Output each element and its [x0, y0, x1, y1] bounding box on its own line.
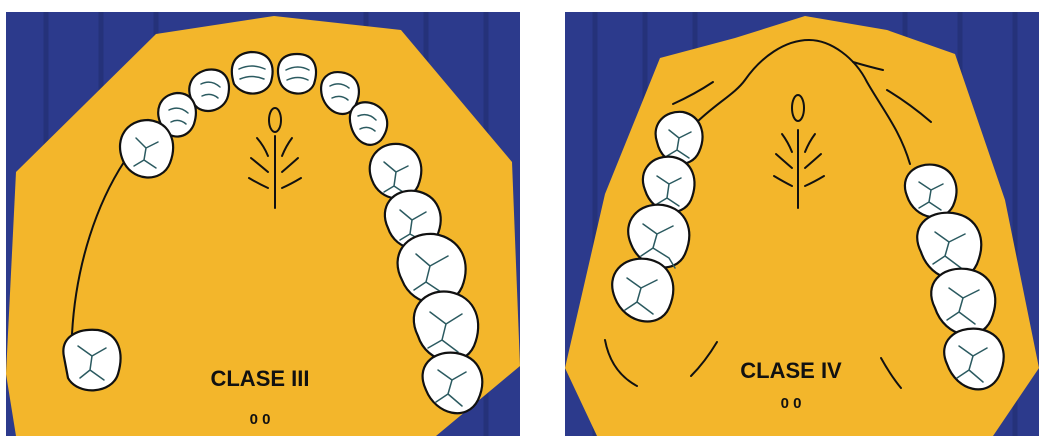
left-premolar [120, 120, 173, 177]
diagram-label: CLASE III [210, 366, 309, 391]
clase-iii-svg: CLASE III 0 0 [6, 12, 520, 436]
diagram-label: CLASE IV [740, 358, 842, 383]
isolated-molar [63, 330, 120, 391]
diagram-sublabel: 0 0 [250, 411, 271, 428]
diagram-clase-iii: CLASE III 0 0 [6, 12, 520, 436]
clase-iv-svg: CLASE IV 0 0 [565, 12, 1039, 436]
diagram-sublabel: 0 0 [781, 395, 802, 412]
diagram-clase-iv: CLASE IV 0 0 [565, 12, 1039, 436]
